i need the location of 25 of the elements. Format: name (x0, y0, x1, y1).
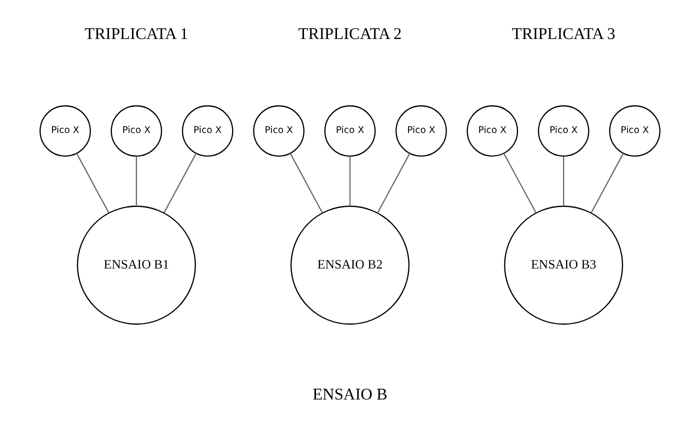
node-circle: Pico X (466, 104, 518, 156)
connector (136, 156, 137, 206)
node-circle: ENSAIO B1 (76, 205, 196, 324)
connector (349, 156, 351, 206)
node-circle: Pico X (110, 104, 162, 156)
node-circle: Pico X (396, 104, 447, 156)
connector (164, 152, 197, 212)
label: TRIPLICATA 3 (512, 23, 616, 42)
label: TRIPLICATA 1 (84, 23, 188, 42)
node-circle: ENSAIO B2 (290, 205, 410, 324)
connector (503, 152, 536, 212)
connector (377, 152, 410, 212)
label: TRIPLICATA 2 (298, 23, 402, 42)
connector (563, 156, 564, 206)
node-circle: Pico X (253, 104, 304, 156)
connector (76, 152, 110, 212)
label: ENSAIO B (312, 384, 388, 404)
node-circle: Pico X (609, 104, 660, 156)
node-circle: Pico X (538, 104, 590, 156)
connector (290, 152, 323, 212)
node-circle: Pico X (324, 104, 376, 156)
node-circle: ENSAIO B3 (504, 205, 624, 324)
node-circle: Pico X (182, 104, 234, 156)
connector (590, 152, 624, 212)
node-circle: Pico X (40, 104, 91, 156)
